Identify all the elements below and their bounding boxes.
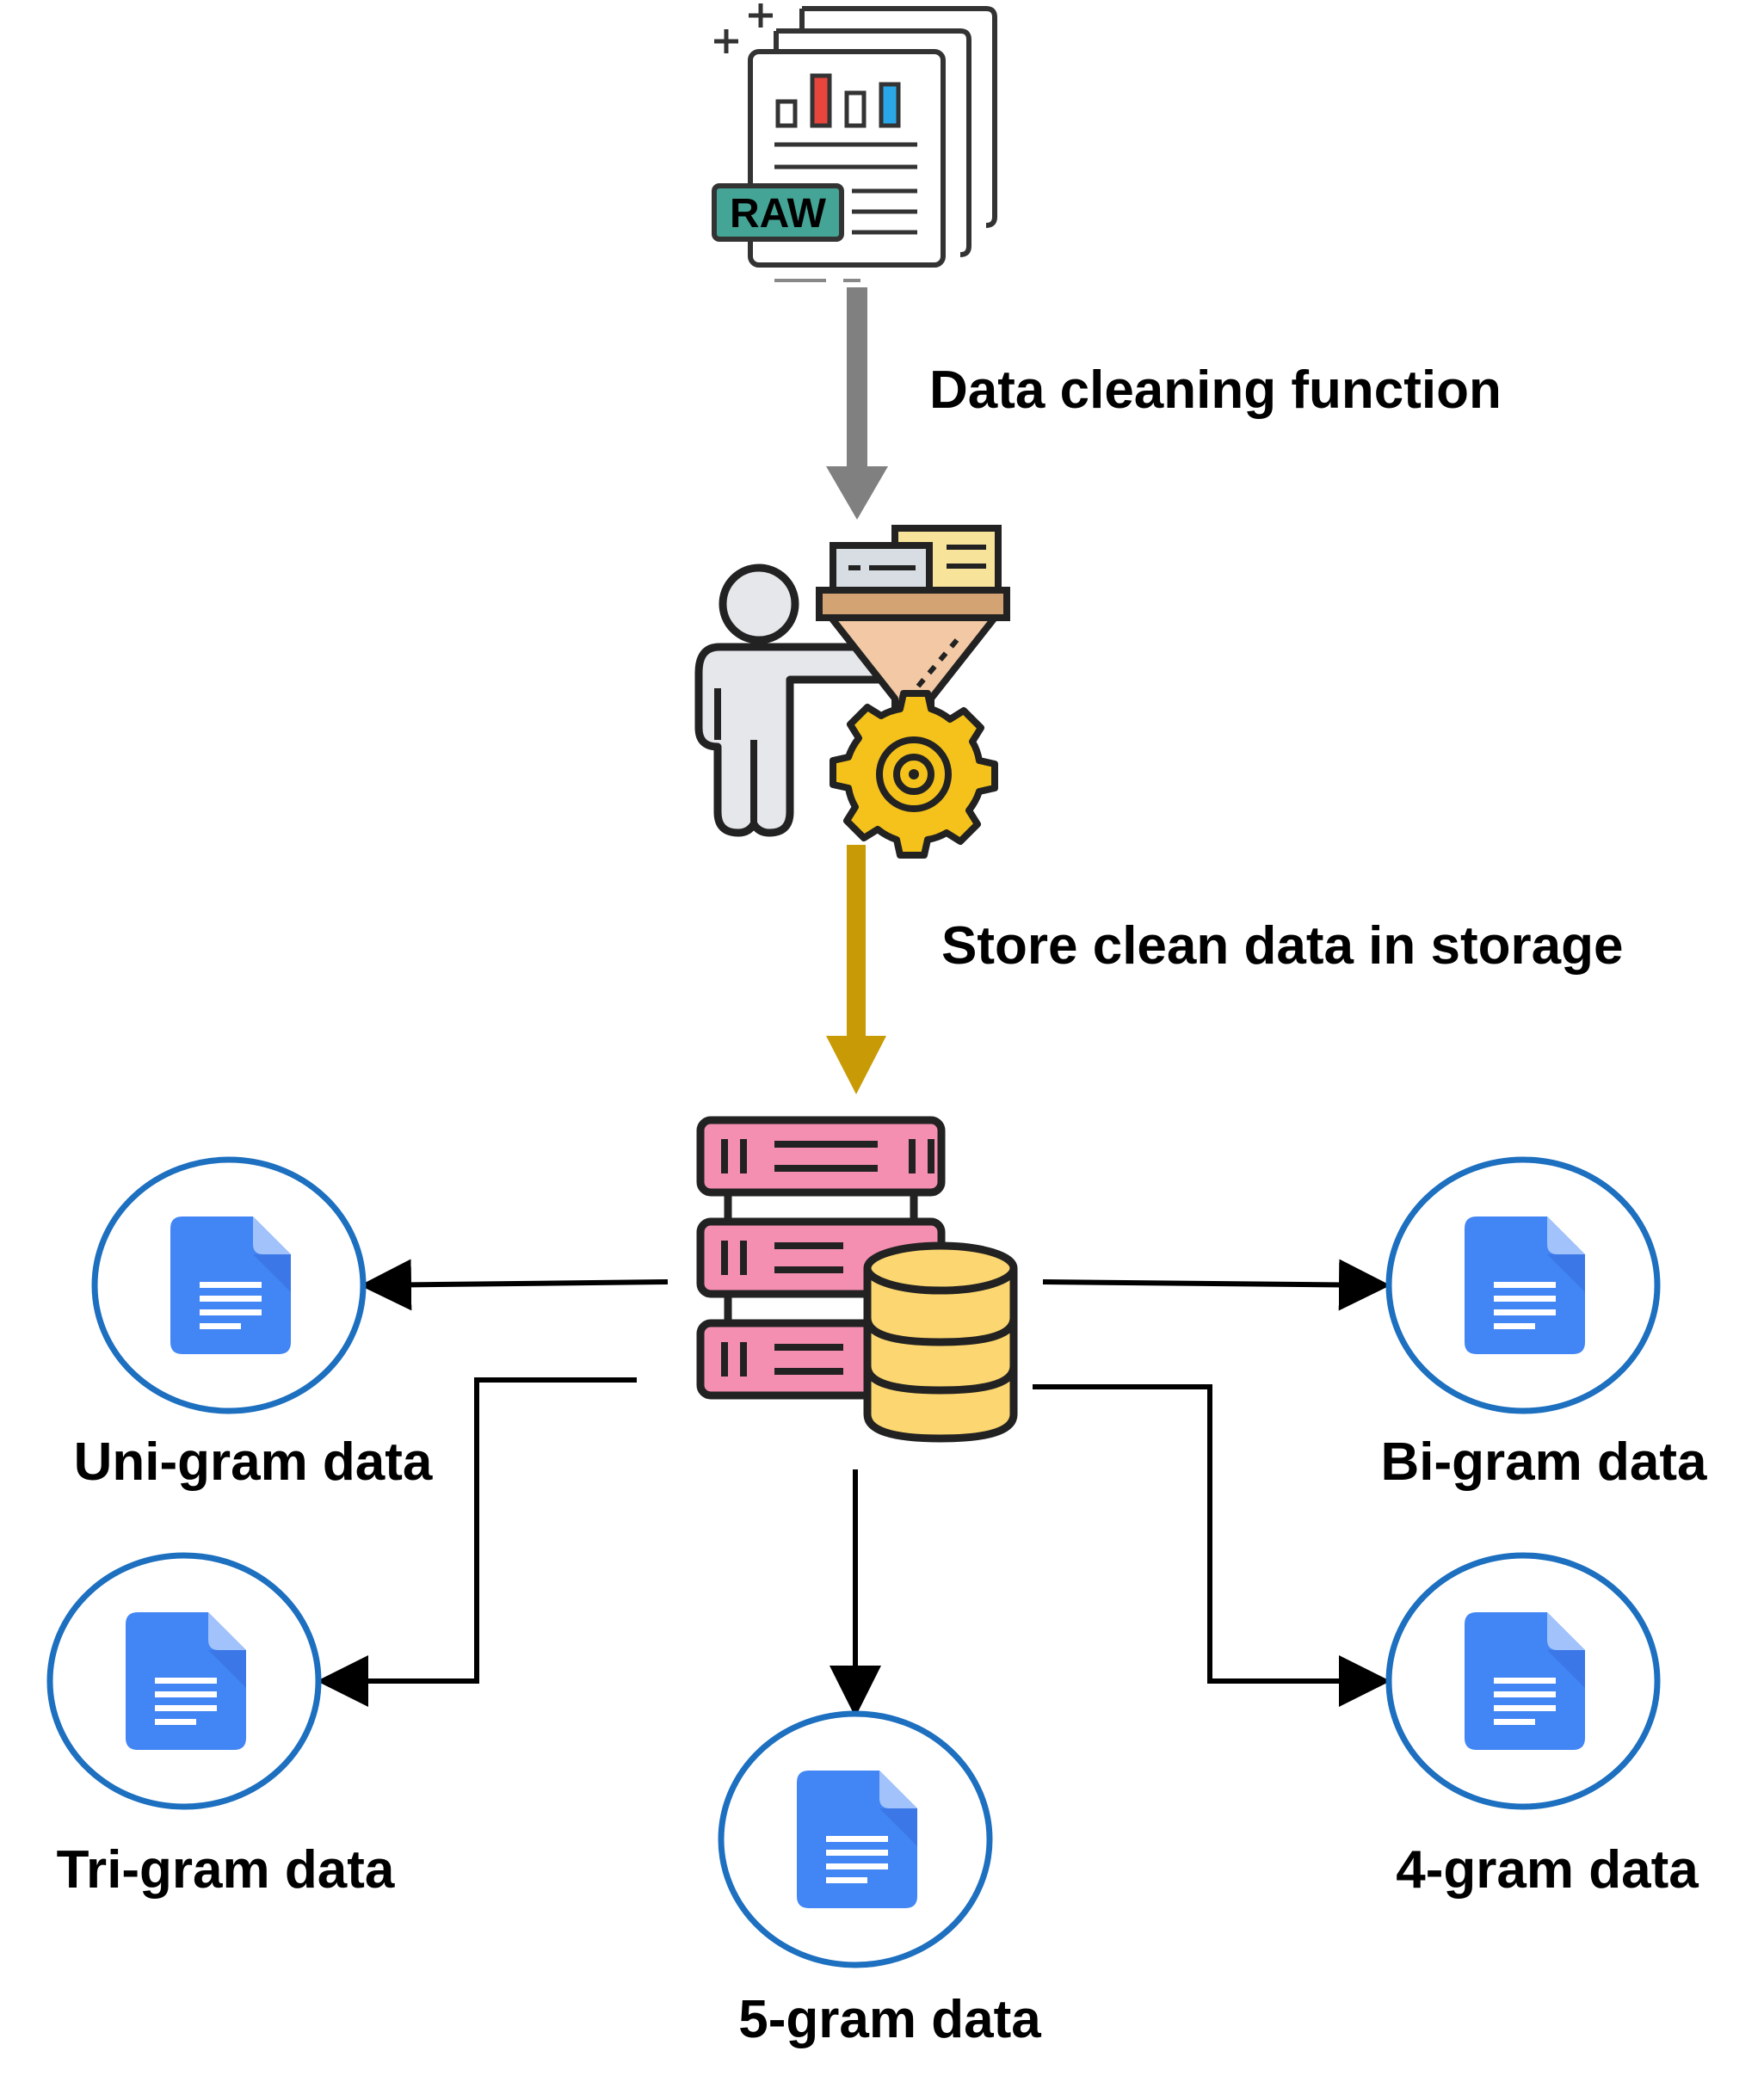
connector-unigram [360, 1259, 669, 1311]
storage-arrow [826, 845, 886, 1094]
fivegram-node [718, 1710, 993, 1968]
trigram-node [46, 1552, 322, 1810]
unigram-node [91, 1156, 367, 1414]
connectors [317, 1259, 1391, 1717]
document-icon [1465, 1216, 1585, 1354]
data-cleaning-person-funnel-icon [694, 525, 1010, 859]
server-database-icon [696, 1116, 1018, 1443]
connector-bigram [1042, 1259, 1391, 1311]
fourgram-node [1385, 1552, 1661, 1810]
cleaning-label: Data cleaning function [929, 360, 1502, 420]
unigram-label: Uni-gram data [74, 1432, 433, 1492]
document-icon [797, 1771, 917, 1908]
raw-data-document-icon: RAW [712, 3, 997, 282]
storage-label: Store clean data in storage [941, 916, 1623, 976]
connector-trigram [317, 1377, 637, 1707]
fourgram-label: 4-gram data [1396, 1840, 1699, 1900]
connector-fourgram [1033, 1384, 1391, 1707]
document-icon [126, 1612, 246, 1750]
fivegram-label: 5-gram data [738, 1990, 1041, 2049]
cleaning-arrow [826, 287, 888, 520]
document-icon [1465, 1612, 1585, 1750]
raw-badge-text: RAW [730, 191, 827, 237]
bigram-node [1385, 1156, 1661, 1414]
bigram-label: Bi-gram data [1381, 1432, 1707, 1492]
document-icon [170, 1216, 291, 1354]
trigram-label: Tri-gram data [57, 1840, 395, 1900]
